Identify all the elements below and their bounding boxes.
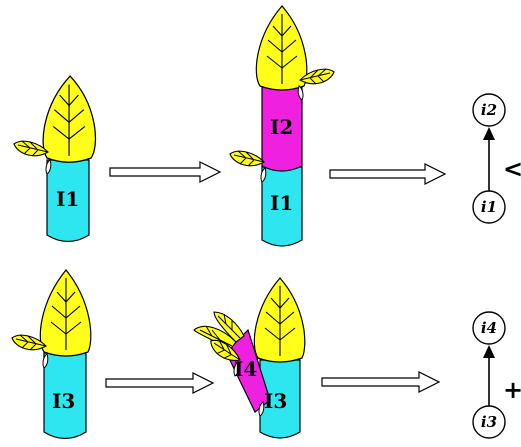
graph-node-label: i2 [481,101,497,119]
graph-node-label: i1 [481,198,497,216]
graph-succession: i2 i1 < [472,93,521,224]
graph-node-i4 [472,311,506,345]
apical-leaf [42,75,97,163]
internode-label-i1: I1 [56,187,79,211]
transition-arrow [321,371,441,393]
graph-branching: i4 i3 + [472,311,521,439]
stem-internode-i2-upper [261,83,303,172]
row2-shoot-single: I3 [11,269,92,440]
internode-label-i3: I3 [264,389,287,413]
side-leaf-lower [229,150,265,167]
graph-node-i2 [472,93,506,127]
relation-symbol: < [503,155,521,183]
internode-label-i1: I1 [270,191,293,215]
stem-internode-i1-lower [261,166,303,247]
stem-internode-i3-main [259,359,301,439]
relation-symbol: + [503,376,521,404]
arrowhead [483,127,495,140]
apical-leaf [255,5,308,91]
internode-label-i4: I4 [234,357,257,381]
row1-shoot-grown: I2 I1 [229,5,335,247]
stem-internode-i3 [43,352,87,440]
internode-label-i2: I2 [270,115,293,139]
internode-label-i3: I3 [52,389,75,413]
transition-arrow [105,372,215,394]
transition-arrow [109,161,222,183]
apical-leaf [39,269,92,357]
graph-node-label: i4 [481,319,497,337]
stem-internode-i1 [46,159,90,243]
graph-node-label: i3 [481,413,497,431]
transition-arrow [329,163,447,185]
arrowhead [483,345,495,358]
row1-shoot-single: I1 [13,75,97,243]
row2-shoot-branched: I4 I3 [193,277,306,439]
apical-leaf [253,277,306,363]
